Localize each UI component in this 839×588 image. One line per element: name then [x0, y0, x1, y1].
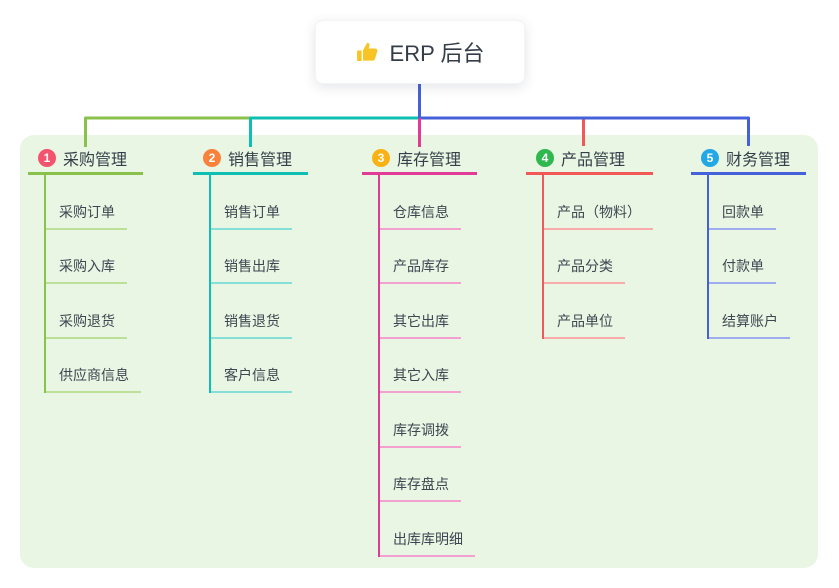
child-node: 销售出库	[211, 230, 308, 284]
child-node: 采购订单	[46, 175, 143, 230]
branch-inventory-children: 仓库信息 产品库存 其它出库 其它入库 库存调拨 库存盘点 出库库明细	[378, 175, 477, 557]
child-node: 采购退货	[46, 284, 143, 339]
child-node: 销售退货	[211, 284, 308, 339]
branch-title-label: 采购管理	[63, 151, 128, 169]
child-node-label[interactable]: 库存调拨	[380, 423, 461, 448]
child-node: 结算账户	[709, 284, 806, 339]
child-node-label[interactable]: 供应商信息	[46, 368, 141, 393]
child-node: 供应商信息	[46, 339, 143, 393]
child-node: 出库库明细	[380, 502, 477, 557]
branch-product-children: 产品（物料） 产品分类 产品单位	[542, 175, 653, 339]
child-node-label[interactable]: 客户信息	[211, 368, 292, 393]
child-node: 付款单	[709, 230, 806, 284]
child-node: 回款单	[709, 175, 806, 230]
branch-number-badge: 4	[536, 148, 554, 167]
child-node-label[interactable]: 采购退货	[46, 314, 127, 339]
child-node-label[interactable]: 回款单	[709, 205, 776, 230]
child-node: 产品库存	[380, 230, 477, 284]
thumbs-up-icon	[356, 42, 377, 61]
child-node: 产品（物料）	[544, 175, 653, 230]
child-node: 仓库信息	[380, 175, 477, 230]
child-node: 采购入库	[46, 230, 143, 284]
branch-finance-children: 回款单 付款单 结算账户	[707, 175, 806, 339]
branch-sales: 2 销售管理 销售订单 销售出库 销售退货 客户信息	[193, 147, 308, 393]
child-node: 库存调拨	[380, 393, 477, 448]
child-node: 客户信息	[211, 339, 308, 393]
branch-title-label: 库存管理	[397, 151, 462, 169]
child-node-label[interactable]: 销售退货	[211, 314, 292, 339]
child-node: 产品分类	[544, 230, 653, 284]
child-node-label[interactable]: 产品（物料）	[544, 205, 653, 230]
branch-purchase-title[interactable]: 1 采购管理	[28, 147, 143, 175]
branch-number-badge: 5	[701, 148, 719, 167]
branch-purchase-children: 采购订单 采购入库 采购退货 供应商信息	[44, 175, 143, 393]
child-node-label[interactable]: 其它出库	[380, 314, 461, 339]
branch-inventory: 3 库存管理 仓库信息 产品库存 其它出库 其它入库 库存调拨 库存盘点 出库库…	[362, 147, 477, 557]
branch-title-label: 产品管理	[561, 151, 626, 169]
child-node-label[interactable]: 库存盘点	[380, 477, 461, 502]
child-node: 产品单位	[544, 284, 653, 339]
root-node-erp[interactable]: ERP 后台	[315, 20, 525, 84]
child-node: 销售订单	[211, 175, 308, 230]
branch-product: 4 产品管理 产品（物料） 产品分类 产品单位	[526, 147, 653, 339]
child-node-label[interactable]: 仓库信息	[380, 205, 461, 230]
root-node-label: ERP 后台	[389, 41, 485, 66]
branch-inventory-title[interactable]: 3 库存管理	[362, 147, 477, 175]
branch-finance-title[interactable]: 5 财务管理	[691, 147, 806, 175]
branch-sales-title[interactable]: 2 销售管理	[193, 147, 308, 175]
child-node-label[interactable]: 结算账户	[709, 314, 790, 339]
child-node: 其它入库	[380, 339, 477, 393]
child-node-label[interactable]: 采购入库	[46, 259, 127, 284]
branch-sales-children: 销售订单 销售出库 销售退货 客户信息	[209, 175, 308, 393]
child-node-label[interactable]: 销售订单	[211, 205, 292, 230]
child-node-label[interactable]: 采购订单	[46, 205, 127, 230]
child-node-label[interactable]: 付款单	[709, 259, 776, 284]
branch-number-badge: 3	[372, 148, 390, 167]
child-node: 库存盘点	[380, 448, 477, 502]
child-node-label[interactable]: 其它入库	[380, 368, 461, 393]
child-node-label[interactable]: 出库库明细	[380, 532, 475, 557]
branch-title-label: 财务管理	[726, 151, 791, 169]
branch-title-label: 销售管理	[228, 151, 293, 169]
child-node-label[interactable]: 产品单位	[544, 314, 625, 339]
branch-number-badge: 1	[38, 148, 56, 167]
branch-number-badge: 2	[203, 148, 221, 167]
branch-finance: 5 财务管理 回款单 付款单 结算账户	[691, 147, 806, 339]
child-node-label[interactable]: 产品分类	[544, 259, 625, 284]
branch-purchase: 1 采购管理 采购订单 采购入库 采购退货 供应商信息	[28, 147, 143, 393]
mindmap-panel	[20, 135, 818, 568]
child-node-label[interactable]: 产品库存	[380, 259, 461, 284]
child-node-label[interactable]: 销售出库	[211, 259, 292, 284]
child-node: 其它出库	[380, 284, 477, 339]
branch-product-title[interactable]: 4 产品管理	[526, 147, 653, 175]
